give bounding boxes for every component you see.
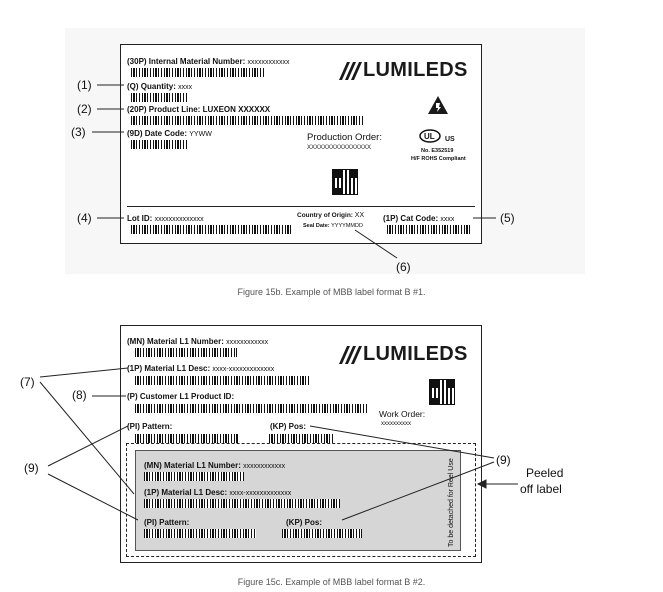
barcode-kp bbox=[269, 434, 335, 443]
lumileds-mark-icon bbox=[339, 61, 362, 80]
internal-material-number-value: xxxxxxxxxxxx bbox=[247, 59, 290, 66]
callout-2: (2) bbox=[77, 102, 92, 116]
ul-mark-icon: UL bbox=[419, 129, 441, 143]
callout-4: (4) bbox=[77, 211, 92, 225]
qr-code-2 bbox=[429, 379, 455, 405]
barcode-product-line bbox=[131, 116, 363, 125]
callout-3: (3) bbox=[71, 125, 86, 139]
kp-pos: (KP) Pos: bbox=[270, 422, 306, 431]
cat-code-value: xxxx bbox=[440, 216, 455, 223]
barcode-peel-desc bbox=[144, 499, 340, 508]
pattern: (PI) Pattern: bbox=[127, 422, 173, 431]
internal-material-number: (30P) Internal Material Number: xxxxxxxx… bbox=[127, 57, 289, 67]
peel-desc-value: xxxx-xxxxxxxxxxxxx bbox=[229, 490, 292, 497]
quantity-value: xxxx bbox=[178, 84, 193, 91]
peel-kp: (KP) Pos: bbox=[286, 518, 322, 527]
lumileds-mark-icon-2 bbox=[339, 345, 362, 364]
country-of-origin: Country of Origin: XX bbox=[297, 211, 364, 220]
figure-15c-caption: Figure 15c. Example of MBB label format … bbox=[237, 577, 426, 587]
mn-label: (MN) Material L1 Number: bbox=[127, 337, 224, 346]
peel-pattern: (PI) Pattern: bbox=[144, 518, 190, 527]
callout-9-left: (9) bbox=[24, 461, 39, 475]
qr-code bbox=[332, 169, 358, 195]
quantity: (Q) Quantity: xxxx bbox=[127, 82, 192, 92]
peel-desc: (1P) Material L1 Desc: xxxx-xxxxxxxxxxxx… bbox=[144, 488, 291, 498]
country-value: XX bbox=[354, 212, 365, 219]
barcode-peel-pattern bbox=[144, 529, 256, 538]
rohs-compliant: H/F ROHS Compliant bbox=[411, 156, 466, 162]
cert-number: No. E352519 bbox=[421, 148, 454, 154]
barcode-pattern bbox=[135, 434, 239, 443]
work-order-label: Work Order: bbox=[379, 409, 426, 419]
desc-value: xxxx-xxxxxxxxxxxxx bbox=[212, 366, 275, 373]
barcode-quantity bbox=[131, 93, 187, 102]
peel-mn: (MN) Material L1 Number: xxxxxxxxxxxx bbox=[144, 461, 285, 471]
country-label: Country of Origin: bbox=[297, 212, 353, 219]
peel-mn-label: (MN) Material L1 Number: bbox=[144, 461, 241, 470]
svg-text:UL: UL bbox=[424, 132, 435, 141]
peeled-off-line2: off label bbox=[520, 482, 562, 496]
barcode-lot-id bbox=[131, 225, 291, 234]
lot-id-value: xxxxxxxxxxxxxx bbox=[154, 216, 204, 223]
material-desc: (1P) Material L1 Desc: xxxx-xxxxxxxxxxxx… bbox=[127, 364, 274, 374]
ul-certification: UL bbox=[419, 129, 449, 148]
lumileds-logo: LUMILEDS bbox=[337, 59, 468, 82]
cat-code: (1P) Cat Code: xxxx bbox=[383, 214, 454, 224]
seal-date-value: YYYYMMDD bbox=[331, 223, 363, 229]
barcode-customer bbox=[135, 404, 367, 413]
mn-value: xxxxxxxxxxxx bbox=[226, 339, 269, 346]
callout-8: (8) bbox=[72, 388, 87, 402]
peeled-off-line1: Peeled bbox=[526, 466, 564, 480]
customer-product-id: (P) Customer L1 Product ID: bbox=[127, 392, 235, 401]
lot-id-label: Lot ID: bbox=[127, 214, 153, 223]
barcode-peel-kp bbox=[282, 529, 362, 538]
cert-us: US bbox=[445, 136, 455, 143]
barcode-mn bbox=[135, 348, 237, 357]
peel-desc-label: (1P) Material L1 Desc: bbox=[144, 488, 228, 497]
internal-material-number-label: (30P) Internal Material Number: bbox=[127, 57, 246, 66]
barcode-peel-mn bbox=[144, 472, 244, 481]
quantity-label: (Q) Quantity: bbox=[127, 82, 176, 91]
callout-7: (7) bbox=[20, 375, 35, 389]
desc-label: (1P) Material L1 Desc: bbox=[127, 364, 211, 373]
date-code-value: YYWW bbox=[189, 131, 212, 138]
date-code-label: (9D) Date Code: bbox=[127, 129, 188, 138]
work-order-value: xxxxxxxxxx bbox=[381, 421, 411, 427]
peel-off-label: (MN) Material L1 Number: xxxxxxxxxxxx (1… bbox=[135, 450, 461, 551]
product-line: (20P) Product Line: LUXEON XXXXXX bbox=[127, 105, 271, 114]
divider-line bbox=[127, 206, 475, 207]
barcode-date-code bbox=[131, 140, 188, 149]
lumileds-logo-2: LUMILEDS bbox=[337, 343, 468, 366]
lumileds-logo-text: LUMILEDS bbox=[363, 59, 468, 81]
mn-material-number: (MN) Material L1 Number: xxxxxxxxxxxx bbox=[127, 337, 268, 347]
barcode-internal-material bbox=[131, 68, 264, 77]
production-order-label: Production Order: bbox=[307, 132, 382, 143]
callout-5: (5) bbox=[500, 211, 515, 225]
callout-9-right: (9) bbox=[496, 453, 511, 467]
peel-mn-value: xxxxxxxxxxxx bbox=[243, 463, 286, 470]
seal-date: Seal Date: YYYYMMDD bbox=[303, 222, 363, 231]
barcode-desc bbox=[135, 376, 309, 385]
seal-date-label: Seal Date: bbox=[303, 223, 330, 229]
date-code: (9D) Date Code: YYWW bbox=[127, 129, 212, 139]
mbb-label-b1: (30P) Internal Material Number: xxxxxxxx… bbox=[120, 44, 482, 244]
production-order-value: XXXXXXXXXXXXXXXX bbox=[307, 145, 372, 151]
figure-15b-caption: Figure 15b. Example of MBB label format … bbox=[237, 287, 426, 297]
lumileds-logo-text-2: LUMILEDS bbox=[363, 343, 468, 365]
cat-code-label: (1P) Cat Code: bbox=[383, 214, 439, 223]
peel-area-dashed-border bbox=[126, 443, 476, 557]
callout-1: (1) bbox=[77, 78, 92, 92]
callout-6: (6) bbox=[396, 260, 411, 274]
lot-id: Lot ID: xxxxxxxxxxxxxx bbox=[127, 214, 204, 224]
esd-warning-icon bbox=[428, 96, 448, 114]
barcode-cat-code bbox=[387, 225, 471, 234]
